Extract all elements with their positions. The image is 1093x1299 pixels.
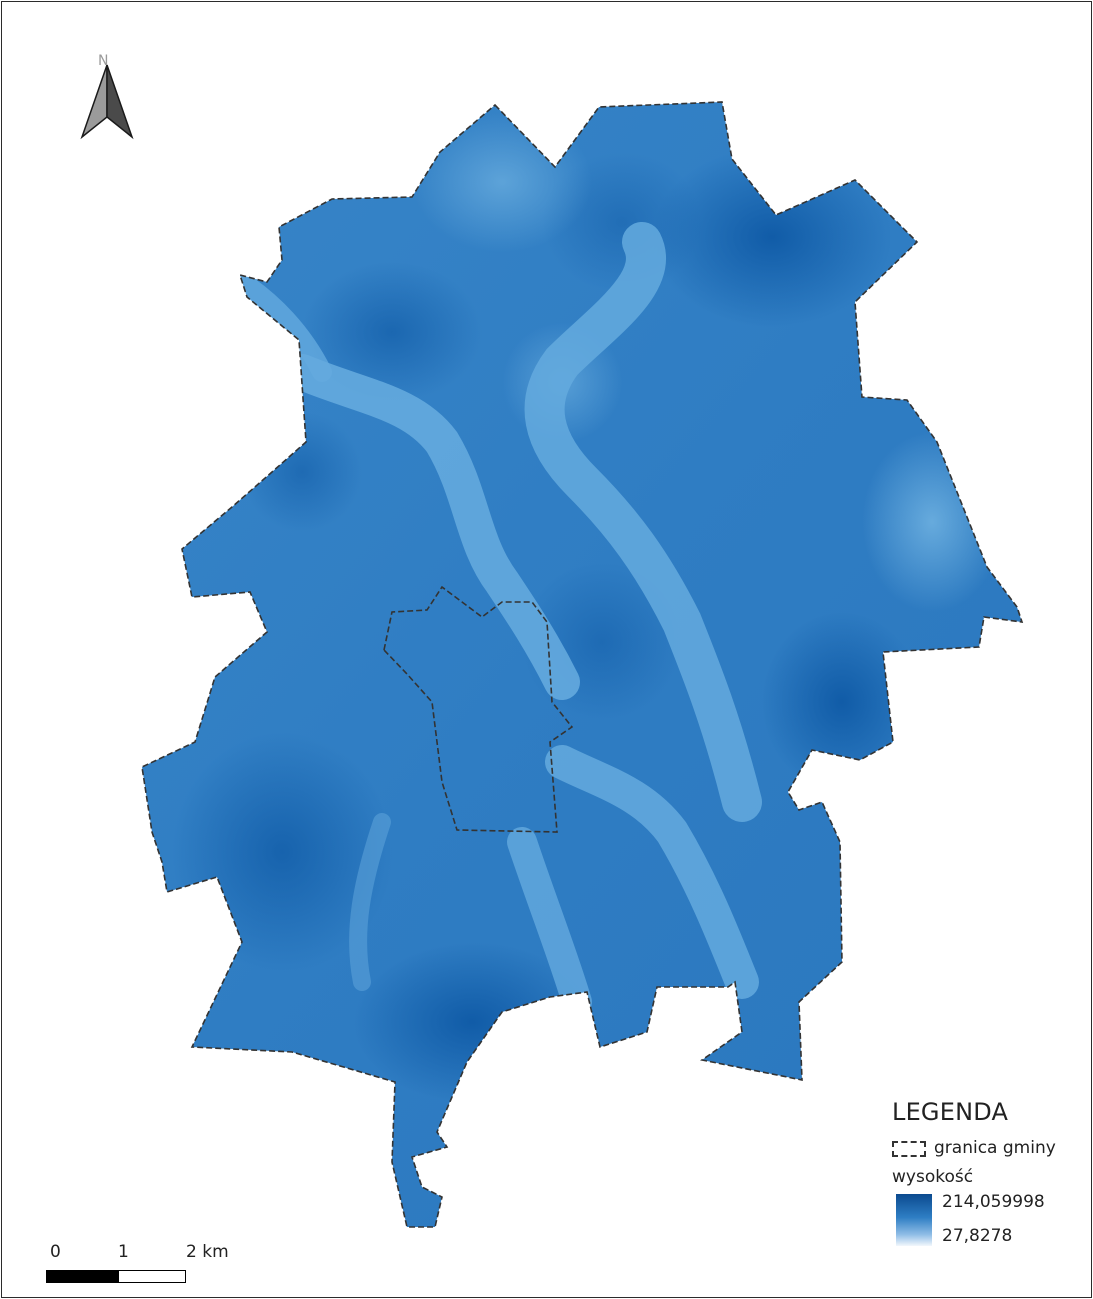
scale-bar-segments	[46, 1270, 266, 1283]
legend-boundary-row: granica gminy	[892, 1140, 1087, 1157]
elevation-ramp: 214,059998 27,8278	[896, 1192, 1087, 1247]
elevation-max: 214,059998	[942, 1192, 1045, 1212]
north-label: N	[98, 53, 109, 69]
elevation-min: 27,8278	[942, 1226, 1013, 1247]
legend: LEGENDA granica gminy wysokość 214,05999…	[892, 1100, 1087, 1246]
boundary-swatch-icon	[892, 1140, 926, 1157]
north-arrow-icon	[80, 64, 134, 140]
scale-segment-white	[118, 1270, 186, 1283]
legend-boundary-label: granica gminy	[934, 1138, 1056, 1158]
scale-label-0: 0	[50, 1242, 61, 1262]
scale-labels: 0 1 2 km	[46, 1242, 266, 1264]
legend-elevation-label: wysokość	[892, 1167, 974, 1187]
legend-title: LEGENDA	[892, 1098, 1009, 1126]
municipality-boundary	[141, 101, 1024, 1228]
scale-bar: 0 1 2 km	[46, 1242, 266, 1283]
scale-segment-black	[46, 1270, 118, 1283]
elevation-ramp-labels: 214,059998 27,8278	[942, 1192, 1045, 1247]
scale-label-2: 2 km	[186, 1242, 229, 1262]
scale-label-1: 1	[118, 1242, 129, 1262]
elevation-color-ramp	[896, 1194, 932, 1246]
